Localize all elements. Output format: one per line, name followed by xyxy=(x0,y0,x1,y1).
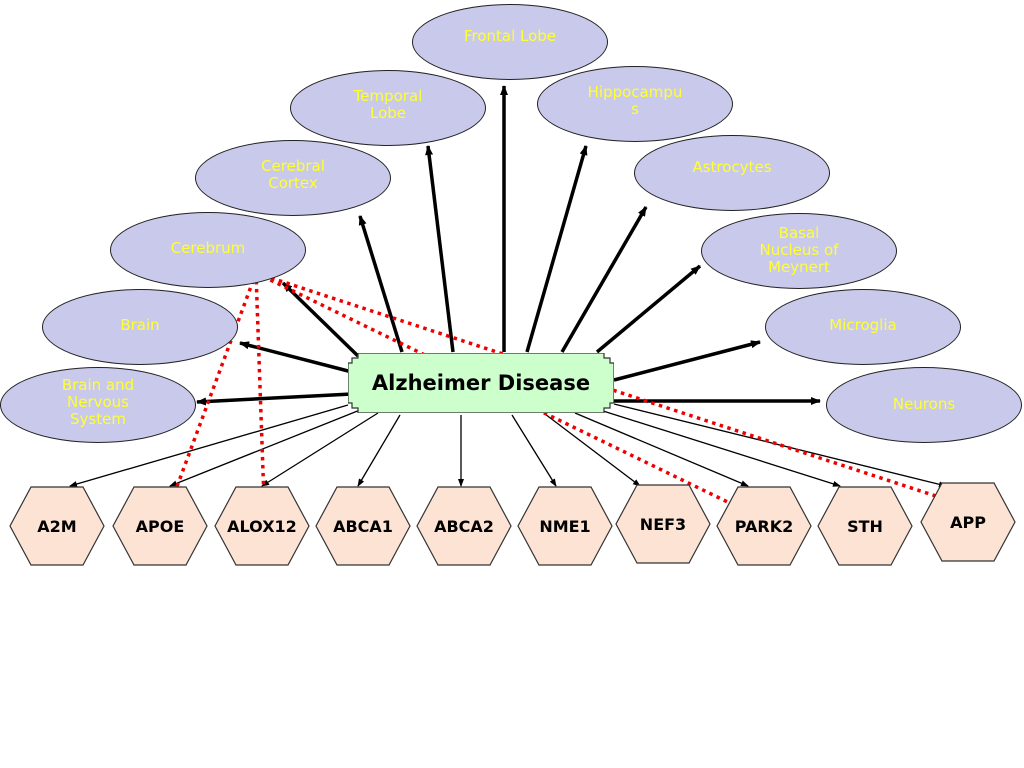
node-temporal-lobe: Temporal Lobe xyxy=(290,70,486,146)
node-astrocytes: Astrocytes xyxy=(634,135,830,211)
node-label: Cerebrum xyxy=(170,238,246,257)
gene-label: NEF3 xyxy=(639,514,687,534)
node-frontal-lobe: Frontal Lobe xyxy=(412,4,608,80)
arrow-to-basal-nucleus xyxy=(595,264,702,354)
gene-label: ALOX12 xyxy=(227,516,297,536)
node-microglia: Microglia xyxy=(765,289,961,365)
gene-label: NME1 xyxy=(539,516,591,536)
gene-label: STH xyxy=(847,516,883,536)
arrow-to-nme1 xyxy=(511,414,557,487)
node-label: Astrocytes xyxy=(692,157,772,176)
gene-park2: PARK2 xyxy=(716,486,812,566)
dotted-arrow-to-apoe xyxy=(170,272,258,501)
node-label: Brain and Nervous System xyxy=(61,375,135,428)
node-label: Cerebral Cortex xyxy=(261,157,325,192)
arrow-to-app xyxy=(613,403,947,488)
arrow-to-sth xyxy=(599,409,841,487)
node-label: Temporal Lobe xyxy=(353,87,423,122)
arrow-to-astrocytes xyxy=(560,206,648,353)
gene-label: APP xyxy=(950,512,986,532)
node-brain: Brain xyxy=(42,289,238,365)
gene-app: APP xyxy=(920,482,1016,562)
node-cerebral-cortex: Cerebral Cortex xyxy=(195,140,391,216)
node-neurons: Neurons xyxy=(826,367,1022,443)
center-label: Alzheimer Disease xyxy=(371,371,591,395)
gene-label: PARK2 xyxy=(734,516,794,536)
arrow-to-brain xyxy=(239,341,353,374)
node-brain-nervous-system: Brain and Nervous System xyxy=(0,367,196,443)
dotted-arrow-to-app xyxy=(255,271,949,502)
node-label: Hippocampu s xyxy=(587,83,683,118)
gene-alox12: ALOX12 xyxy=(214,486,310,566)
dotted-arrow-to-alox12 xyxy=(254,272,269,501)
gene-label: ABCA1 xyxy=(333,516,393,536)
node-label: Frontal Lobe xyxy=(463,26,557,45)
node-label: Basal Nucleus of Meynert xyxy=(759,223,839,276)
gene-sth: STH xyxy=(817,486,913,566)
arrow-to-alox12 xyxy=(261,412,379,487)
gene-a2m: A2M xyxy=(9,486,105,566)
gene-abca1: ABCA1 xyxy=(315,486,411,566)
node-alzheimer-disease: Alzheimer Disease xyxy=(348,353,614,413)
arrow-to-cerebral-cortex xyxy=(358,215,404,353)
gene-label: APOE xyxy=(135,516,185,536)
arrow-to-microglia xyxy=(613,340,761,382)
arrow-to-a2m xyxy=(69,404,349,487)
arrow-to-temporal-lobe xyxy=(425,145,455,353)
arrow-to-hippocampus xyxy=(525,145,588,353)
arrow-to-cerebrum xyxy=(281,281,360,358)
arrow-to-abca1 xyxy=(357,414,401,487)
node-cerebrum: Cerebrum xyxy=(110,212,306,288)
arrow-to-park2 xyxy=(574,412,749,487)
node-label: Brain xyxy=(120,315,160,334)
dotted-arrow-to-park2 xyxy=(255,271,741,510)
gene-label: ABCA2 xyxy=(434,516,494,536)
gene-abca2: ABCA2 xyxy=(416,486,512,566)
gene-apoe: APOE xyxy=(112,486,208,566)
gene-nme1: NME1 xyxy=(517,486,613,566)
arrow-to-nef3 xyxy=(544,413,641,487)
node-label: Neurons xyxy=(892,394,956,413)
arrow-to-brain-nervous-system xyxy=(196,392,353,406)
node-label: Microglia xyxy=(829,315,897,334)
node-basal-nucleus: Basal Nucleus of Meynert xyxy=(701,213,897,289)
gene-label: A2M xyxy=(37,516,77,536)
node-hippocampus: Hippocampu s xyxy=(537,66,733,142)
arrow-to-apoe xyxy=(169,409,361,487)
gene-nef3: NEF3 xyxy=(615,484,711,564)
